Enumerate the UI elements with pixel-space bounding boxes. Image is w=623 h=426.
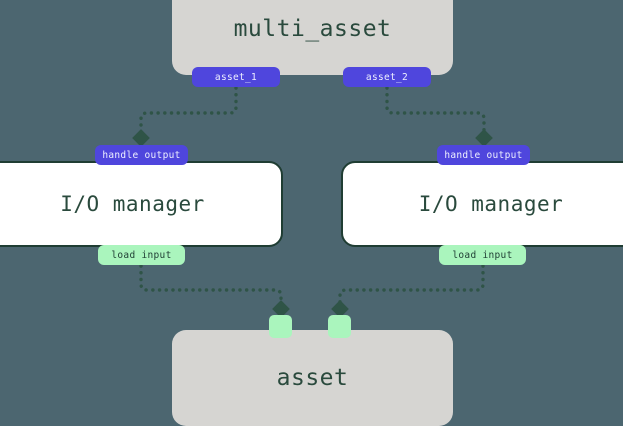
port-asset-2-output[interactable]: asset_2 [343, 67, 431, 87]
node-io-manager-left[interactable]: I/O manager [0, 161, 283, 247]
port-handle-output-right-label: handle output [444, 149, 523, 161]
edge-asset2-to-handle-output-right [385, 86, 493, 147]
node-io-manager-left-label: I/O manager [60, 192, 205, 216]
port-handle-output-left-label: handle output [102, 149, 181, 161]
port-load-input-left[interactable]: load input [98, 245, 185, 265]
port-load-input-left-label: load input [111, 249, 172, 261]
port-load-input-right[interactable]: load input [439, 245, 526, 265]
node-asset[interactable]: asset [172, 330, 453, 426]
node-multi-asset-label: multi_asset [233, 15, 392, 42]
node-multi-asset[interactable]: multi_asset [172, 0, 453, 75]
node-io-manager-right-label: I/O manager [418, 192, 564, 216]
edge-load-input-right-to-asset [331, 264, 485, 318]
port-asset-input-1[interactable] [269, 315, 292, 338]
node-asset-label: asset [276, 365, 349, 391]
port-asset-input-2[interactable] [328, 315, 351, 338]
port-asset-1-output-label: asset_1 [214, 71, 258, 83]
port-handle-output-left[interactable]: handle output [95, 145, 188, 165]
port-load-input-right-label: load input [452, 249, 513, 261]
node-io-manager-right[interactable]: I/O manager [341, 161, 623, 247]
port-asset-1-output[interactable]: asset_1 [192, 67, 280, 87]
edge-load-input-left-to-asset [139, 264, 290, 318]
port-handle-output-right[interactable]: handle output [437, 145, 530, 165]
port-asset-2-output-label: asset_2 [365, 71, 409, 83]
edge-asset1-to-handle-output-left [132, 86, 238, 147]
